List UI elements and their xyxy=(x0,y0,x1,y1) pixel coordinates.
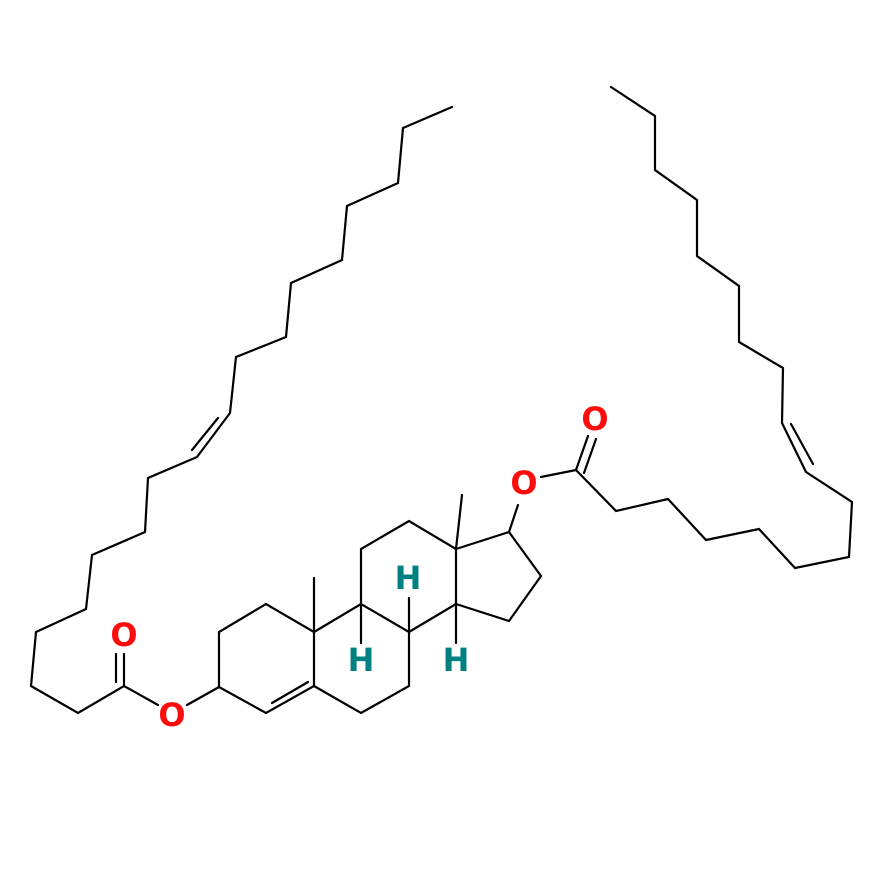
right-ester-o-bond xyxy=(507,503,520,534)
ring-a-double-bond xyxy=(270,680,310,705)
right-fatty-chain xyxy=(574,85,854,570)
hydrogen-atom-c8: H xyxy=(395,559,422,597)
right-carbonyl-bond-b xyxy=(582,437,598,475)
oxygen-atom-ester-left: O xyxy=(158,696,185,734)
bonds xyxy=(29,85,854,715)
oxygen-atom-ester-right: O xyxy=(510,464,537,502)
oxygen-atom-carbonyl-left: O xyxy=(110,616,137,654)
left-ester-o-bond xyxy=(185,685,221,707)
left-fatty-chain xyxy=(29,105,454,715)
ring-a xyxy=(217,602,316,715)
ring-c xyxy=(359,519,458,634)
hydrogen-atom-c9: H xyxy=(348,641,375,679)
right-ester-c-bond xyxy=(539,468,578,479)
atom-labels: O O O O H H H xyxy=(110,400,608,734)
c13-methyl xyxy=(454,493,464,551)
right-chain-double-bond xyxy=(789,422,815,466)
oxygen-atom-carbonyl-right: O xyxy=(581,400,608,438)
ring-d xyxy=(454,530,543,623)
left-chain-double-bond xyxy=(190,416,220,452)
hydrogen-atom-c14: H xyxy=(443,641,470,679)
right-carbonyl-bond-a xyxy=(574,434,590,472)
ring-b xyxy=(312,602,411,715)
